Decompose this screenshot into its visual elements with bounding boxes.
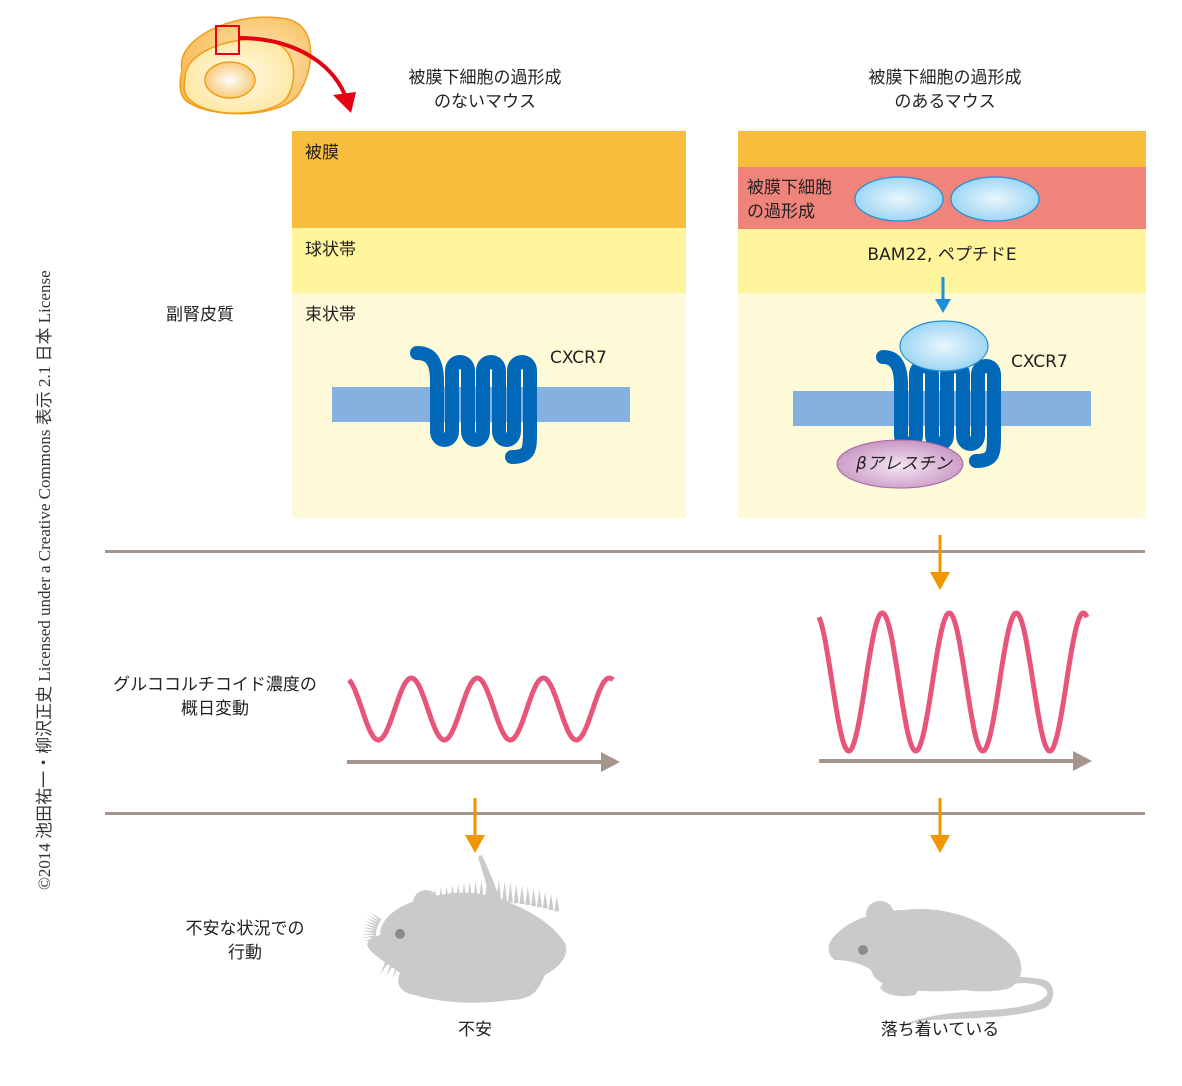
capsule-label: 被膜	[305, 143, 339, 163]
fur-spike	[519, 885, 525, 904]
fur-spike	[367, 914, 381, 924]
zoom-arrow-head	[333, 92, 356, 113]
zoom-arrow	[238, 36, 347, 96]
zona-glomerulosa-label: 球状帯	[305, 240, 356, 260]
fur-spike	[513, 883, 519, 904]
mouse-eye	[395, 929, 405, 939]
fur-spike	[380, 955, 392, 975]
ligand-bound	[899, 320, 989, 372]
fur-spike	[473, 880, 479, 902]
fur-spike	[531, 888, 537, 906]
fur-spike	[363, 924, 378, 930]
time-arrow-right	[819, 751, 1092, 771]
fur-spike	[455, 883, 461, 902]
fur-spike	[478, 880, 484, 901]
fur-spike	[542, 891, 548, 909]
fur-spike	[386, 955, 398, 977]
right-title-line-2: のあるマウス	[894, 92, 996, 112]
fur-spike	[449, 884, 455, 903]
fur-spike	[502, 881, 508, 902]
adrenal-gland-illustration	[179, 16, 356, 115]
signaling-diagram	[836, 277, 1001, 489]
right-title-line-1: 被膜下細胞の過形成	[868, 68, 1022, 88]
calm-mouse-icon	[828, 901, 1054, 1028]
ligand-arrow-head	[935, 299, 951, 313]
fur-spike	[432, 888, 438, 905]
fur-spike	[467, 881, 473, 902]
fur-spike	[554, 895, 560, 912]
hyperplastic-cell-1	[854, 176, 944, 222]
fur-spike	[536, 889, 542, 908]
fur-spike	[404, 955, 416, 983]
left-title-line-1: 被膜下細胞の過形成	[408, 68, 562, 88]
ligand-label: BAM22, ペプチドE	[867, 245, 1017, 265]
cxcr7-receptor-icon	[410, 346, 537, 464]
fur-spike	[484, 879, 490, 902]
gland-medulla	[204, 61, 256, 99]
zona-glomerulosa-band	[292, 228, 686, 293]
rhythm-wave-low	[347, 675, 615, 743]
behavior-label-line-2: 行動	[228, 943, 262, 963]
fur-spike	[364, 920, 379, 928]
cxcr7-label: CXCR7	[550, 348, 607, 368]
fur-spike	[362, 935, 377, 938]
fur-spike	[490, 879, 496, 902]
fur-spike	[362, 930, 377, 934]
wave-line-low-amplitude	[347, 675, 615, 743]
glucocorticoid-rhythm-label: グルココルチコイド濃度の 概日変動	[95, 673, 335, 721]
outcome-label-anxious: 不安	[458, 1020, 492, 1040]
time-arrow-left	[347, 752, 620, 772]
fur-spike	[369, 911, 382, 922]
adrenal-cortex-label: 副腎皮質	[166, 305, 234, 325]
fur-spike	[398, 955, 410, 981]
rhythm-wave-high	[816, 610, 1090, 754]
left-column-title: 被膜下細胞の過形成 のないマウス	[360, 66, 610, 114]
hyperplastic-cell-2	[950, 176, 1040, 222]
outcome-label-calm: 落ち着いている	[880, 1020, 1000, 1040]
right-adrenal-panel: 被膜下細胞 の過形成 BAM22, ペプチドE CXCR7 βアレスチン	[738, 131, 1146, 518]
fur-spike	[461, 882, 467, 902]
left-title-line-2: のないマウス	[434, 92, 536, 112]
fur-spike	[366, 917, 380, 926]
behavior-label-line-1: 不安な状況での	[185, 919, 305, 939]
fur-spike	[525, 886, 531, 905]
fur-spike	[438, 887, 444, 904]
hyperplasia-label-line-1: 被膜下細胞	[747, 178, 832, 198]
arrow-right-to-behavior	[930, 798, 950, 853]
credit-container: ©2014 池田祐一・柳沢正史 Licensed under a Creativ…	[22, 170, 54, 890]
fur-spike	[496, 880, 502, 902]
fur-spike	[392, 955, 404, 979]
zona-fasciculata-label: 束状帯	[305, 305, 356, 325]
beta-arrestin-label: βアレスチン	[856, 454, 952, 474]
fur-spike	[362, 927, 377, 932]
section-divider-2	[105, 812, 1145, 815]
cxcr7-label: CXCR7	[1011, 352, 1068, 372]
left-adrenal-panel: 被膜 球状帯 束状帯 CXCR7	[292, 131, 686, 518]
fur-spike	[362, 937, 377, 941]
mouse-eye	[858, 945, 868, 955]
fur-spike	[444, 886, 450, 904]
arrow-right-to-rhythm	[930, 535, 950, 590]
section-divider-1	[105, 550, 1145, 553]
beta-arrestin	[836, 439, 964, 489]
arrow-left-to-behavior	[465, 798, 485, 853]
wave-line-high-amplitude	[816, 610, 1090, 754]
capsule-band	[738, 131, 1146, 167]
fur-spike	[507, 882, 513, 903]
right-column-title: 被膜下細胞の過形成 のあるマウス	[815, 66, 1075, 114]
anxious-mouse-icon	[362, 855, 567, 1003]
fur-spike	[410, 955, 422, 985]
glucocorticoid-label-line-1: グルココルチコイド濃度の	[113, 675, 317, 695]
fur-spike	[548, 893, 554, 910]
behavior-label: 不安な状況での 行動	[160, 917, 330, 965]
capsule-band	[292, 131, 686, 228]
fur-spike	[362, 933, 377, 936]
hyperplasia-label: 被膜下細胞 の過形成	[747, 176, 832, 224]
license-credit: ©2014 池田祐一・柳沢正史 Licensed under a Creativ…	[35, 270, 54, 890]
glucocorticoid-label-line-2: 概日変動	[181, 699, 249, 719]
hyperplastic-cells	[854, 176, 1040, 222]
hyperplasia-label-line-2: の過形成	[747, 202, 815, 222]
